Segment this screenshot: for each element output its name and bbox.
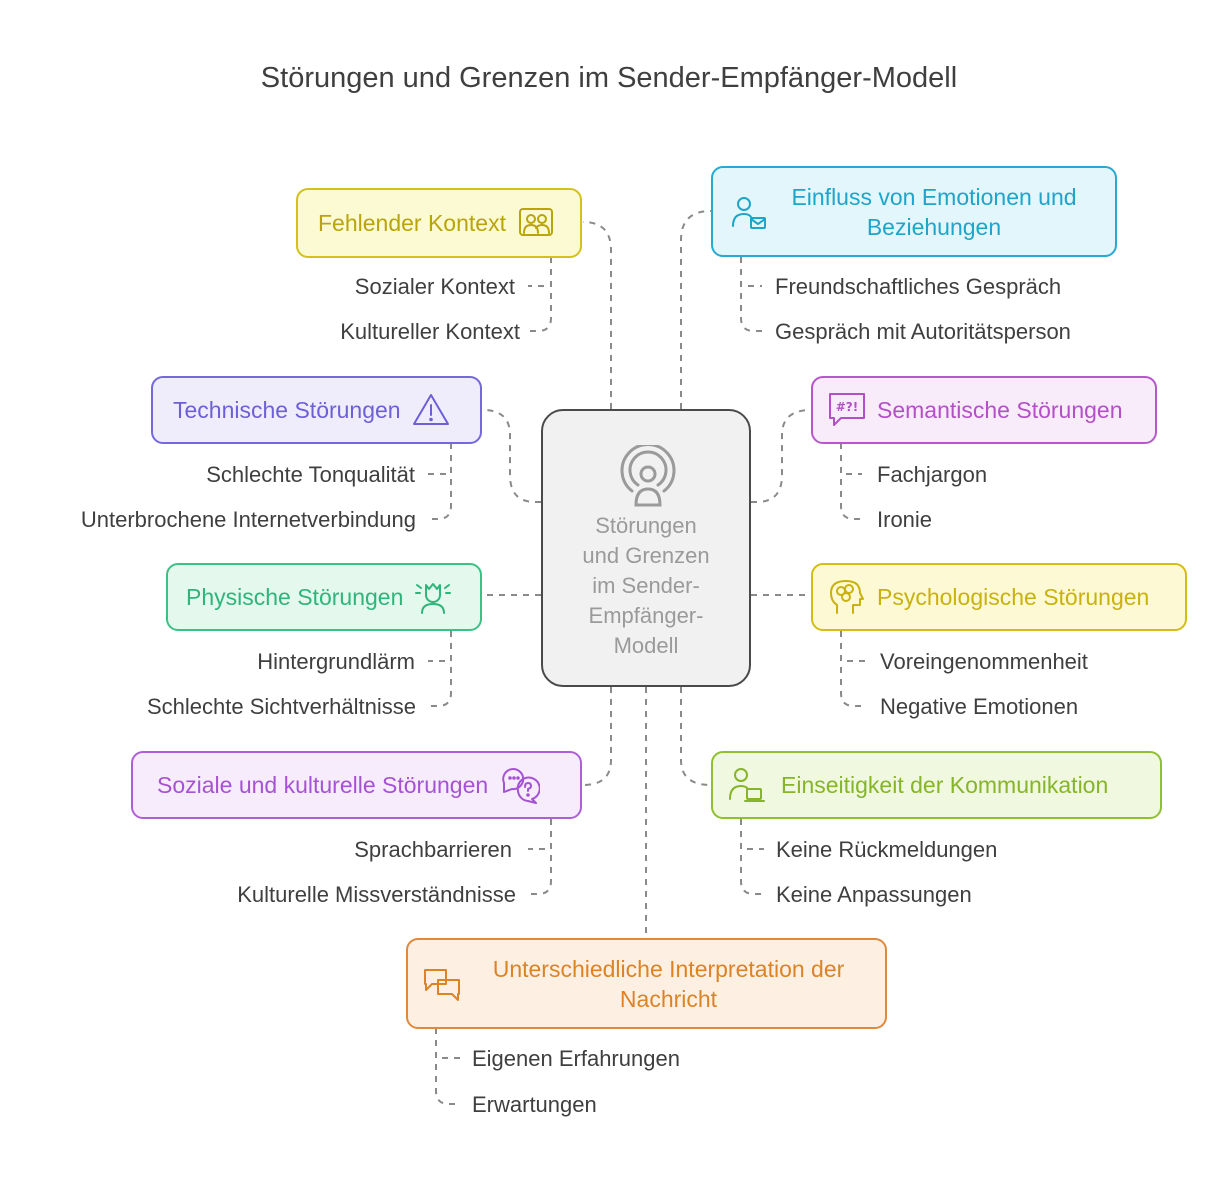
connector-voreingenommenheit	[840, 631, 865, 662]
connector-internet	[428, 443, 452, 520]
connector-missverstaendnisse	[530, 819, 552, 895]
node-label: Soziale und kulturelle Störungen	[157, 771, 489, 798]
brain-head-icon	[827, 577, 867, 617]
item-internet: Unterbrochene Internetverbindung	[80, 507, 416, 532]
connector-technische	[482, 409, 541, 503]
connector-sicht	[428, 631, 452, 707]
connector-rueckmeldungen	[740, 819, 764, 850]
item-tonqualitaet: Schlechte Tonqualität	[206, 462, 415, 487]
node-psychologische: Psychologische Störungen	[811, 563, 1187, 631]
connector-sozialer-kontext	[528, 257, 552, 287]
broadcast-person-icon	[618, 443, 678, 509]
warning-icon	[411, 390, 451, 430]
node-label: Unterschiedliche Interpretation der Nach…	[492, 955, 845, 1012]
item-voreingenommenheit: Voreingenommenheit	[880, 649, 1088, 674]
item-anpassungen: Keine Anpassungen	[776, 882, 972, 907]
item-rueckmeldungen: Keine Rückmeldungen	[776, 837, 998, 862]
item-freundschaftliches: Freundschaftliches Gespräch	[775, 274, 1062, 299]
node-einseitigkeit: Einseitigkeit der Kommunikation	[711, 751, 1162, 819]
chat-question-icon	[500, 765, 541, 805]
node-interpretation: Unterschiedliche Interpretation der Nach…	[406, 938, 887, 1029]
connector-anpassungen	[740, 819, 764, 895]
node-semantische: #?! Semantische Störungen	[811, 376, 1157, 444]
connector-hintergrundlaerm	[428, 631, 452, 662]
connector-soziale	[582, 687, 612, 786]
connector-kultureller-kontext	[530, 257, 552, 332]
node-physische: Physische Störungen	[166, 563, 482, 631]
connector-erfahrungen	[435, 1028, 460, 1059]
item-fachjargon: Fachjargon	[877, 462, 988, 487]
node-label: Physische Störungen	[186, 583, 404, 610]
node-technische: Technische Störungen	[151, 376, 482, 444]
center-node: Störungen und Grenzen im Sender- Empfäng…	[541, 409, 751, 687]
node-label: Psychologische Störungen	[877, 583, 1150, 610]
connector-ironie	[840, 443, 862, 520]
item-ironie: Ironie	[877, 507, 933, 532]
connector-autoritaet	[740, 257, 762, 332]
connector-sprachbarrieren	[528, 819, 552, 850]
node-fehlender-kontext: Fehlender Kontext	[296, 188, 582, 258]
people-icon	[516, 203, 556, 243]
item-missverstaendnisse: Kulturelle Missverständnisse	[237, 882, 516, 907]
node-emotionen: Einfluss von Emotionen und Beziehungen	[711, 166, 1117, 257]
item-kultureller-kontext: Kultureller Kontext	[340, 319, 520, 344]
connector-tonqualitaet	[428, 443, 452, 475]
item-erfahrungen: Eigenen Erfahrungen	[472, 1046, 680, 1071]
connector-fehlender-kontext	[582, 221, 612, 409]
svg-text:#?!: #?!	[836, 400, 859, 414]
item-sozialer-kontext: Sozialer Kontext	[354, 274, 515, 299]
person-laptop-icon	[727, 765, 767, 805]
item-hintergrundlaerm: Hintergrundlärm	[257, 649, 415, 674]
item-erwartungen: Erwartungen	[472, 1092, 597, 1117]
connector-negative	[840, 631, 865, 707]
connector-semantische	[751, 409, 812, 503]
node-label: Technische Störungen	[173, 396, 401, 423]
connector-erwartungen	[435, 1028, 460, 1105]
connector-einseitigkeit	[680, 687, 712, 786]
center-label: Störungen und Grenzen im Sender- Empfäng…	[582, 513, 710, 658]
symbols-speech-icon: #?!	[827, 390, 867, 430]
connector-emotionen	[680, 210, 712, 409]
node-soziale: Soziale und kulturelle Störungen	[131, 751, 582, 819]
node-label: Einfluss von Emotionen und Beziehungen	[791, 183, 1077, 240]
item-sprachbarrieren: Sprachbarrieren	[354, 837, 512, 862]
item-autoritaet: Gespräch mit Autoritätsperson	[775, 319, 1071, 344]
diagram-title: Störungen und Grenzen im Sender-Empfänge…	[260, 62, 958, 94]
node-label: Fehlender Kontext	[318, 209, 506, 236]
chat-bubbles-icon	[422, 964, 462, 1004]
connector-fachjargon	[840, 443, 862, 475]
person-mail-icon	[729, 192, 769, 232]
connector-freundschaftliches	[740, 257, 762, 287]
item-sicht: Schlechte Sichtverhältnisse	[146, 694, 416, 719]
node-label: Semantische Störungen	[877, 396, 1123, 423]
stressed-person-icon	[413, 577, 453, 617]
item-negative-emotionen: Negative Emotionen	[880, 694, 1079, 719]
node-label: Einseitigkeit der Kommunikation	[781, 771, 1109, 798]
